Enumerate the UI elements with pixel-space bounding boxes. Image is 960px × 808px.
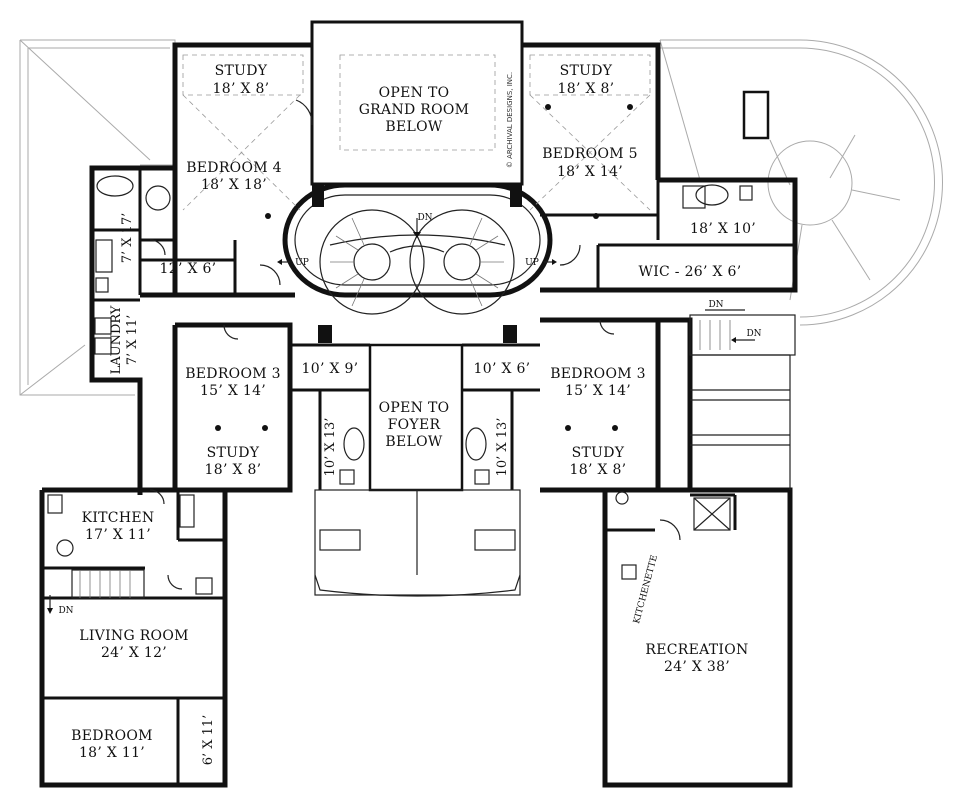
bedroom3-l-name: BEDROOM 3 — [185, 366, 281, 382]
closet-12x6-size: 12’ X 6’ — [160, 261, 217, 277]
bedroom3-r-size: 15’ X 14’ — [565, 383, 631, 399]
roof-outline-left — [19, 39, 176, 396]
open-foyer-line3: BELOW — [385, 434, 442, 450]
bedroom3-l-size: 15’ X 14’ — [200, 383, 266, 399]
stair-dn-label: DN — [417, 213, 432, 223]
bedroom5-name: BEDROOM 5 — [542, 146, 638, 162]
stair-up-right-label: UP — [525, 258, 539, 268]
study-mr-name: STUDY — [572, 445, 625, 461]
bedroom-bl-size: 18’ X 11’ — [79, 745, 145, 761]
living-name: LIVING ROOM — [79, 628, 188, 644]
doors — [149, 99, 681, 590]
interior-walls — [42, 45, 795, 785]
chimney — [742, 90, 770, 140]
open-grand-line3: BELOW — [385, 119, 442, 135]
recreation-name: RECREATION — [645, 642, 748, 658]
entry-portico — [314, 489, 521, 597]
recreation-size: 24’ X 38’ — [664, 659, 730, 675]
laundry-size: 7’ X 11’ — [125, 315, 140, 366]
closet-6x11-size: 6’ X 11’ — [201, 715, 216, 766]
study-tr-size: 18’ X 8’ — [558, 81, 615, 97]
stair-dn-right-upper-label: DN — [708, 300, 723, 310]
closet-10x6-size: 10’ X 6’ — [474, 361, 531, 377]
bedroom5-size: 18’ X 14’ — [557, 164, 623, 180]
laundry-name: LAUNDRY — [109, 305, 124, 374]
study-tl-size: 18’ X 8’ — [213, 81, 270, 97]
stair-dn-right-lower-label: DN — [746, 329, 761, 339]
kitchen-name: KITCHEN — [82, 510, 155, 526]
open-foyer-line1: OPEN TO — [379, 400, 450, 416]
kitchen-size: 17’ X 11’ — [85, 527, 151, 543]
open-grand-line2: GRAND ROOM — [359, 102, 470, 118]
closet-10x9-size: 10’ X 9’ — [302, 361, 359, 377]
wic-size: WIC - 26’ X 6’ — [639, 264, 742, 280]
roof-outline-right — [659, 39, 943, 326]
study-ml-name: STUDY — [207, 445, 260, 461]
closet-18x10-size: 18’ X 10’ — [690, 221, 756, 237]
copyright-text: © ARCHIVAL DESIGNS, INC. — [506, 72, 514, 168]
bath-left-size: 7’ X 17’ — [120, 213, 135, 264]
study-mr-size: 18’ X 8’ — [570, 462, 627, 478]
fixtures — [47, 104, 753, 599]
open-foyer-line2: FOYER — [388, 417, 441, 433]
bedroom4-size: 18’ X 18’ — [201, 177, 267, 193]
bedroom4-name: BEDROOM 4 — [186, 160, 282, 176]
bedroom3-r-name: BEDROOM 3 — [550, 366, 646, 382]
study-ml-size: 18’ X 8’ — [205, 462, 262, 478]
stair-gallery — [282, 182, 553, 343]
study-tr-name: STUDY — [560, 63, 613, 79]
bedroom-bl-name: BEDROOM — [71, 728, 153, 744]
bath-10x13-l-size: 10’ X 13’ — [323, 418, 338, 477]
ceiling-lines — [182, 54, 651, 211]
stair-up-left-label: UP — [295, 258, 309, 268]
living-size: 24’ X 12’ — [101, 645, 167, 661]
bath-10x13-r-size: 10’ X 13’ — [495, 418, 510, 477]
stair-dn-kitchen-label: DN — [58, 606, 73, 616]
open-grand-line1: OPEN TO — [379, 85, 450, 101]
study-tl-name: STUDY — [215, 63, 268, 79]
right-stair-deck — [689, 314, 796, 490]
